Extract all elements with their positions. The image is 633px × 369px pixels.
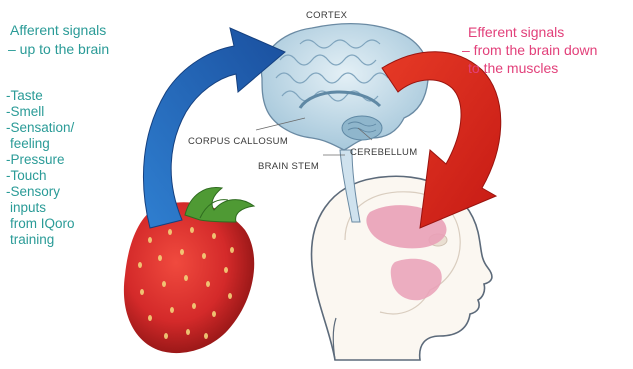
afferent-item-from-iqoro: from IQoro [10,216,75,232]
afferent-item-touch: -Touch [6,168,47,184]
cortex-label: CORTEX [306,10,347,21]
efferent-title-line3: to the muscles [468,60,558,76]
brain-stem-label: BRAIN STEM [258,161,319,172]
strawberry-icon [124,187,254,353]
afferent-item-taste: -Taste [6,88,43,104]
cerebellum-label: CEREBELLUM [350,147,417,158]
corpus-callosum-label: CORPUS CALLOSUM [188,136,288,147]
afferent-title-line1: Afferent signals [10,22,106,38]
afferent-item-sensation: -Sensation/ [6,120,74,136]
efferent-title-line2: – from the brain down [462,42,597,58]
efferent-title-line1: Efferent signals [468,24,564,40]
afferent-title-line2: – up to the brain [8,41,109,57]
afferent-item-training: training [10,232,54,248]
afferent-item-smell: -Smell [6,104,44,120]
afferent-item-feeling: feeling [10,136,50,152]
afferent-item-pressure: -Pressure [6,152,65,168]
afferent-item-sensory: -Sensory [6,184,60,200]
afferent-item-inputs: inputs [10,200,46,216]
